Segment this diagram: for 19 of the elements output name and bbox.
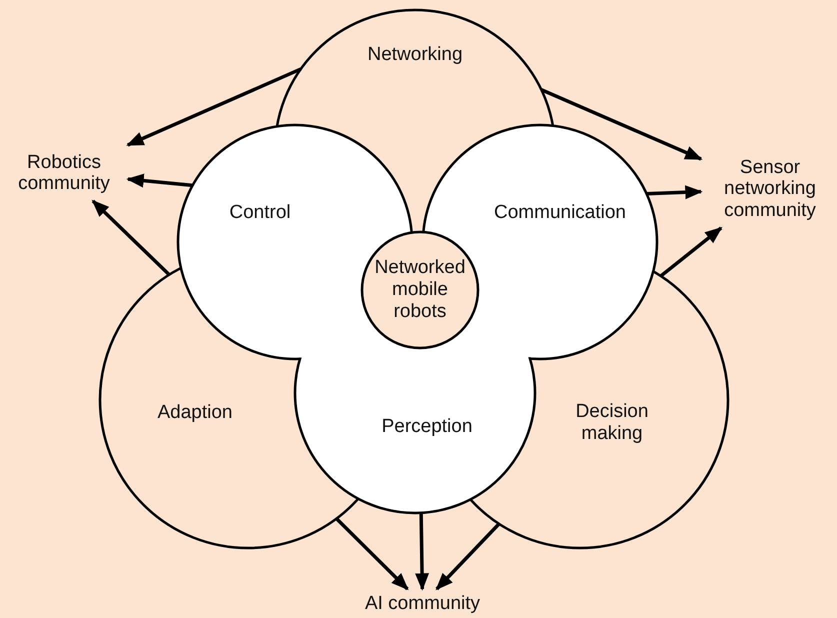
arrow [646,185,703,200]
arrow [335,517,409,590]
circle-label: Control [228,202,292,224]
community-label: AI community [345,592,500,616]
community-label: Sensor networking community [704,153,836,225]
circle-label: Networked mobile robots [374,257,466,323]
arrow [540,88,703,161]
arrow [436,522,500,590]
circle-region [362,232,478,348]
community-label: Robotics community [3,148,125,198]
circle-label: Perception [380,416,474,438]
circle-label: Adaption [156,402,234,424]
circle-label: Networking [366,44,464,66]
arrow [92,200,170,276]
arrow [415,512,430,591]
arrow [126,67,302,147]
circle-label: Decision making [574,401,650,445]
circle-label: Communication [493,202,627,224]
arrow [126,174,193,188]
